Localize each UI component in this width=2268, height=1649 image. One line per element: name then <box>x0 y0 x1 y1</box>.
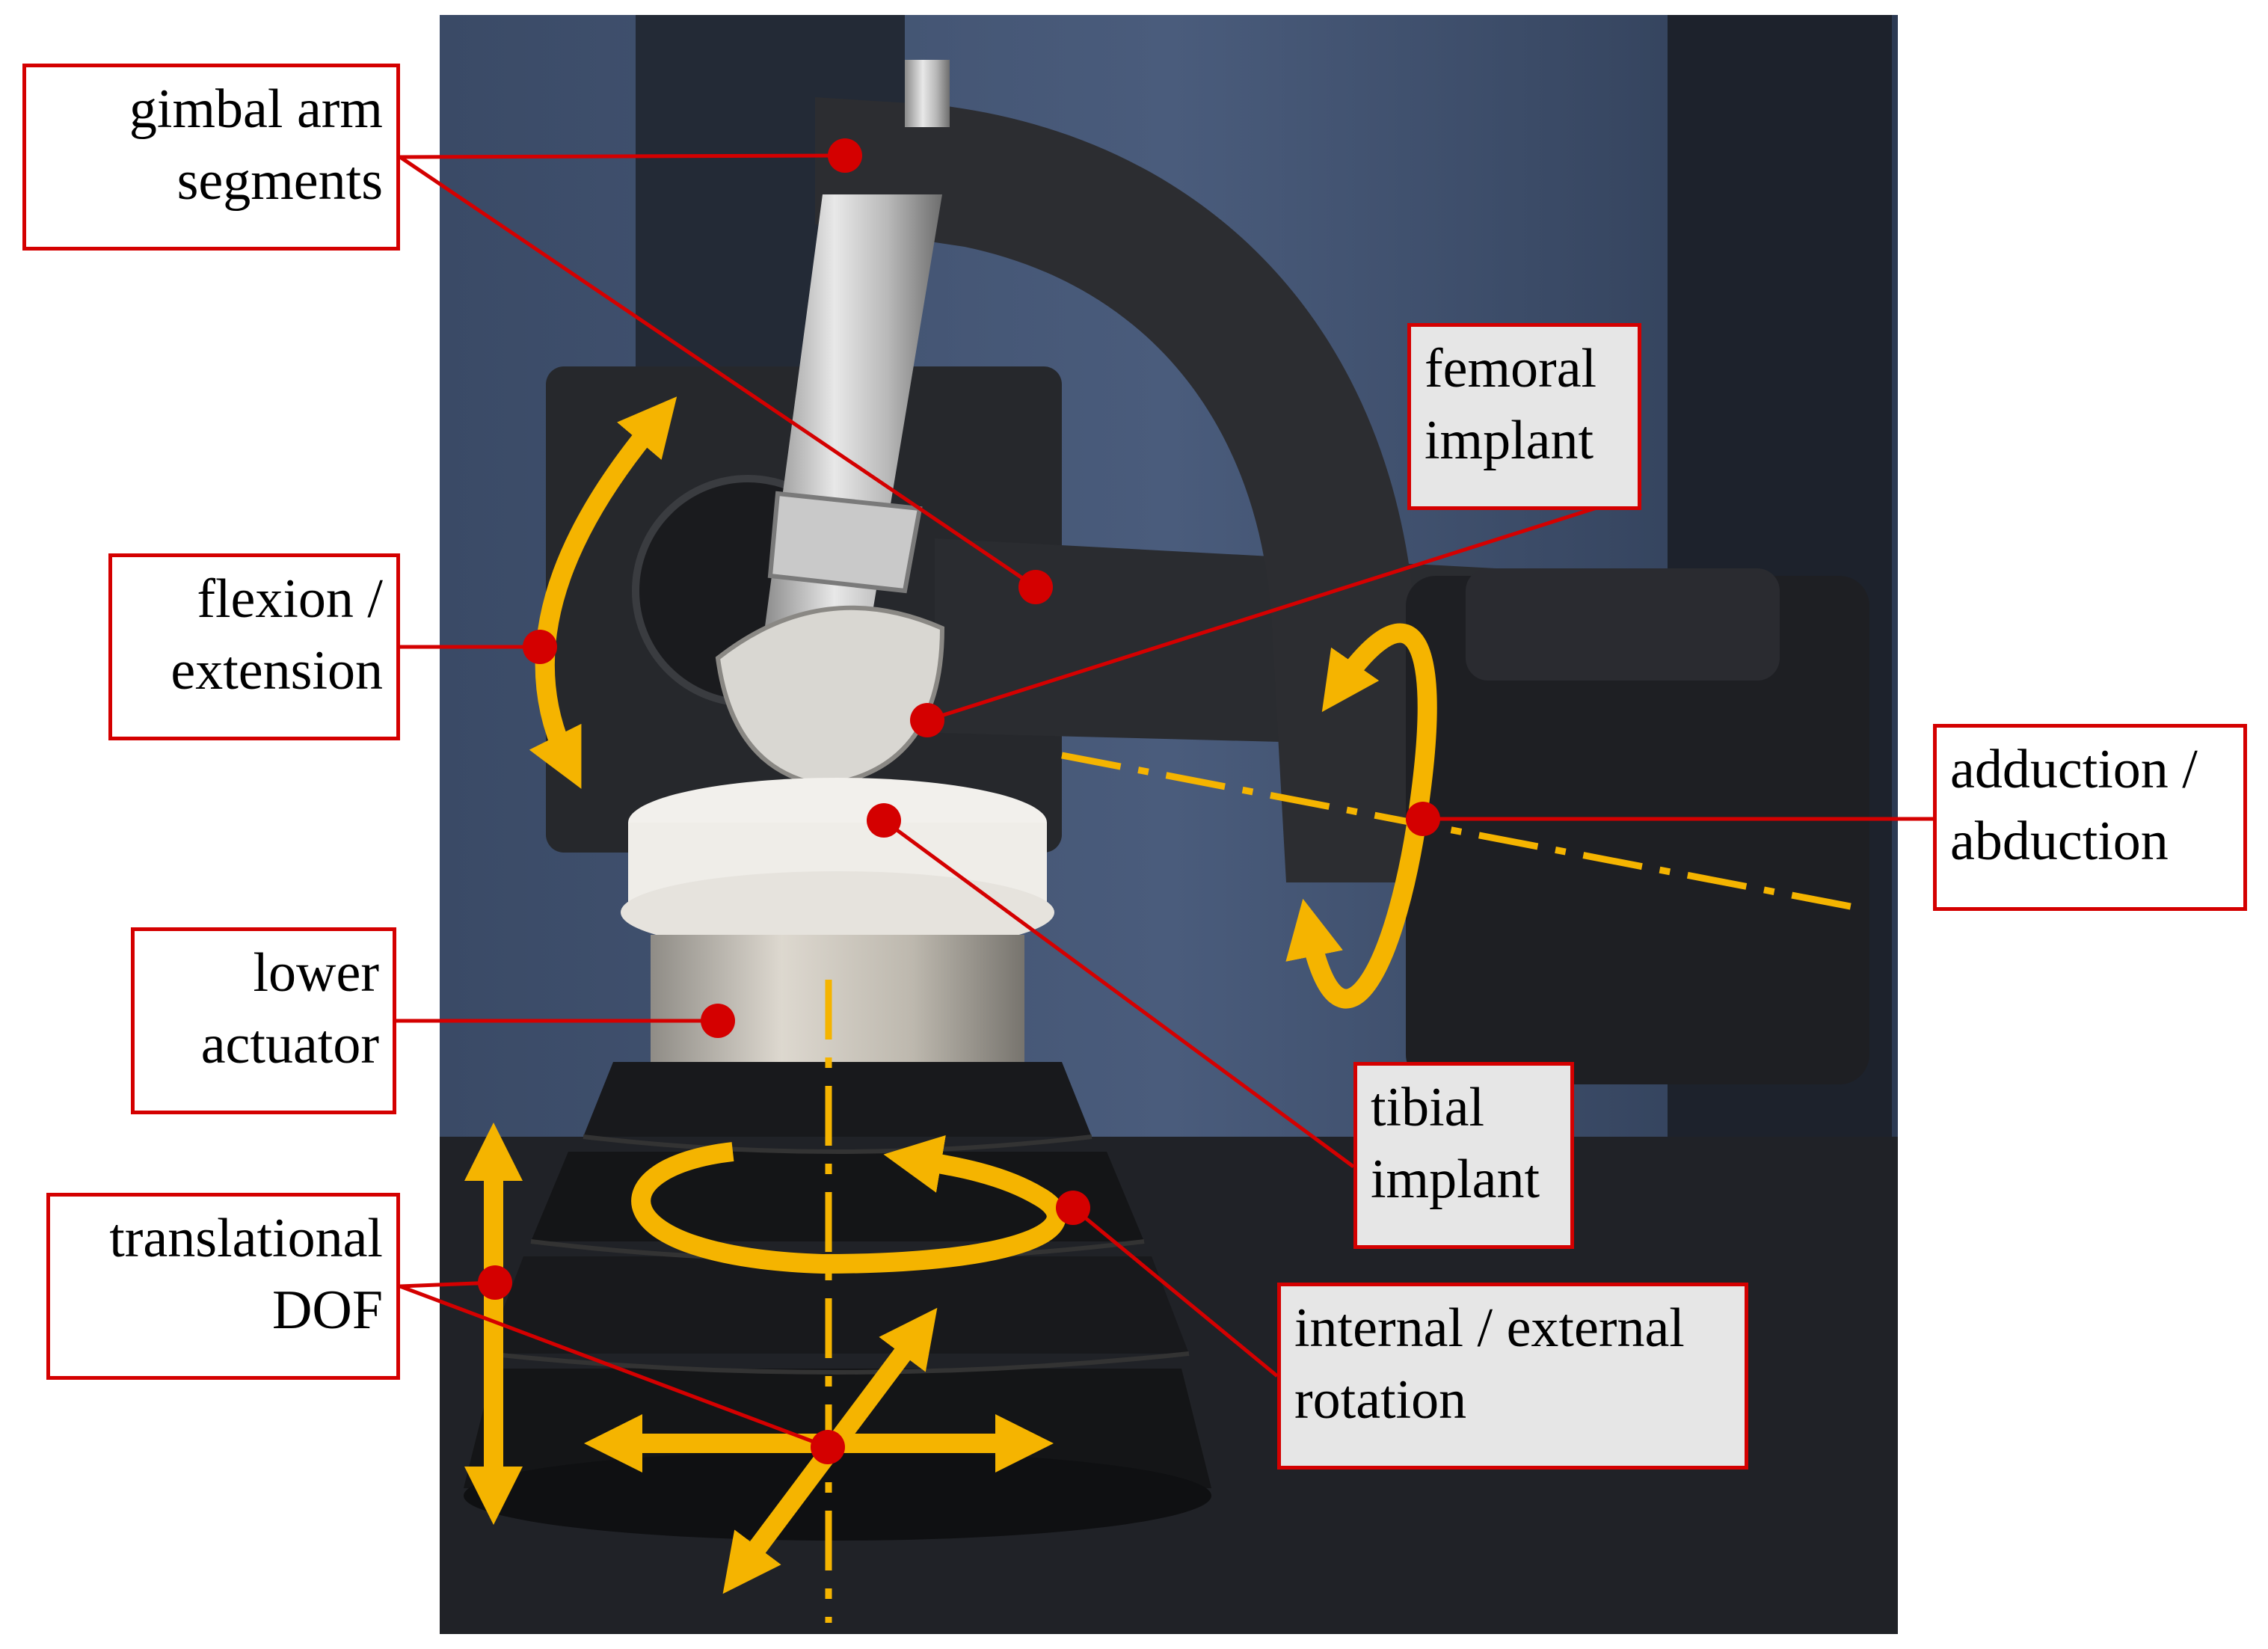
axis-lines <box>825 752 1863 1623</box>
internal-external-rotation-label: internal / external rotation <box>1277 1283 1748 1470</box>
adduction-abduction-label: adduction / abduction <box>1933 724 2247 911</box>
callout-dots <box>478 138 1440 1464</box>
femoral-implant-label: femoral implant <box>1407 323 1641 510</box>
gimbal-arm-segments-label: gimbal arm segments <box>22 64 400 251</box>
leader-lines <box>396 153 1933 1449</box>
flexion-extension-arrow <box>529 396 677 789</box>
flexion-extension-label: flexion / extension <box>108 553 400 740</box>
lower-actuator-label: lower actuator <box>131 927 396 1114</box>
translational-dof-label: translational DOF <box>46 1193 400 1380</box>
internal-external-rotation-arrow <box>631 1134 1066 1274</box>
tibial-implant-label: tibial implant <box>1353 1062 1574 1249</box>
abduction-axis-line <box>1061 752 1863 912</box>
